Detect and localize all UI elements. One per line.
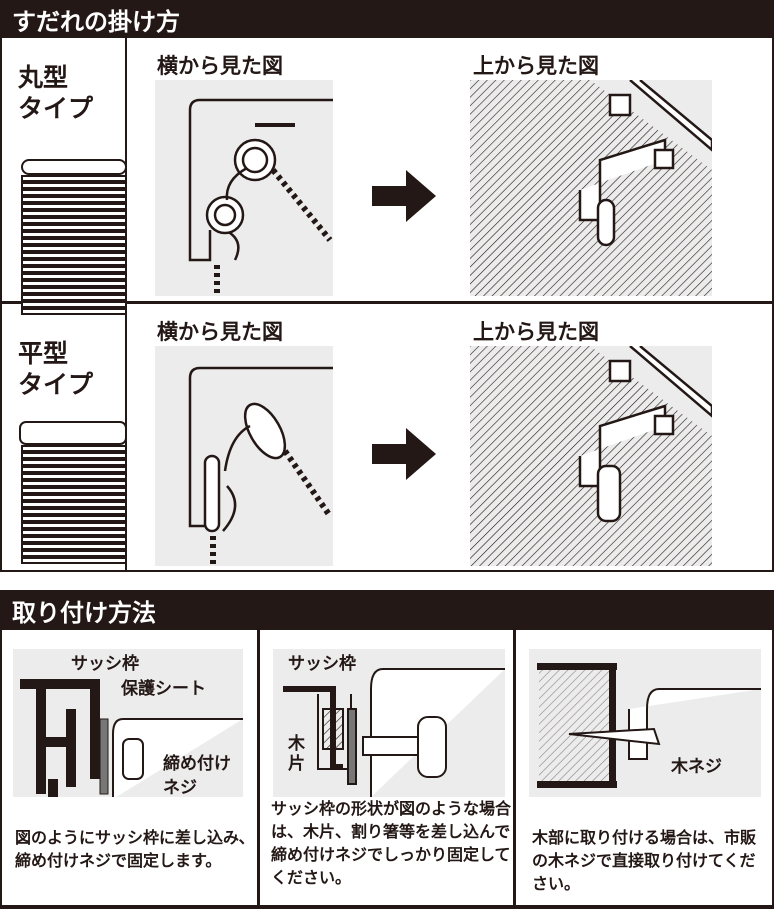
top-view-caption: 上から見た図 xyxy=(473,320,599,344)
side-view-round xyxy=(155,80,333,296)
divider xyxy=(772,38,774,572)
divider xyxy=(772,630,774,909)
slat xyxy=(21,536,126,543)
slat xyxy=(21,252,126,259)
slat xyxy=(21,224,126,231)
divider xyxy=(0,630,2,909)
top-view-flat xyxy=(470,346,712,566)
top-view-round xyxy=(470,80,712,296)
slat xyxy=(21,501,126,508)
slat xyxy=(21,175,126,182)
slat xyxy=(21,473,126,480)
side-view-caption: 横から見た図 xyxy=(157,54,283,78)
divider xyxy=(257,630,260,909)
slat xyxy=(21,487,126,494)
slat xyxy=(21,182,126,189)
label-sash-frame: サッシ枠 xyxy=(288,654,356,674)
divider xyxy=(513,630,516,909)
slat xyxy=(21,203,126,210)
slat xyxy=(21,259,126,266)
divider xyxy=(0,905,774,909)
instruction-text: 図のようにサッシ枠に差し込み､締め付けネジで固定します。 xyxy=(15,828,248,870)
slat xyxy=(21,543,126,550)
label-sash-frame: サッシ枠 xyxy=(71,654,139,674)
section-header-hanging: すだれの掛け方 xyxy=(0,0,774,38)
divider xyxy=(125,38,127,572)
side-view-caption: 横から見た図 xyxy=(157,320,283,344)
slat xyxy=(21,301,126,308)
slat xyxy=(21,459,126,466)
sash-frame-diagram: サッシ枠 保護シート 締め付け ネジ xyxy=(13,649,243,797)
slat xyxy=(21,522,126,529)
slat xyxy=(21,308,126,315)
slat xyxy=(21,480,126,487)
slat xyxy=(21,515,126,522)
slat xyxy=(21,294,126,301)
slat xyxy=(21,508,126,515)
section-title: すだれの掛け方 xyxy=(12,7,180,36)
round-blind-icon xyxy=(21,159,126,315)
slat xyxy=(21,245,126,252)
wood-piece-diagram: サッシ枠 木 片 xyxy=(273,649,505,797)
divider xyxy=(0,38,2,572)
arrow-right-icon xyxy=(372,428,436,484)
arrow-right-icon xyxy=(372,170,436,226)
slat xyxy=(21,266,126,273)
wood-screw-diagram: 木ネジ xyxy=(529,649,761,797)
slat xyxy=(21,280,126,287)
slat xyxy=(21,231,126,238)
slat xyxy=(21,217,126,224)
flat-type-label: 平型 タイプ xyxy=(18,339,94,399)
slat xyxy=(21,210,126,217)
slat xyxy=(21,196,126,203)
section-header-installation: 取り付け方法 xyxy=(0,590,774,630)
section-title: 取り付け方法 xyxy=(12,598,156,627)
top-view-caption: 上から見た図 xyxy=(473,54,599,78)
label-wood-piece: 木 片 xyxy=(288,734,305,774)
label-wood-screw: 木ネジ xyxy=(671,757,722,777)
side-view-flat xyxy=(155,346,333,566)
round-type-label: 丸型 タイプ xyxy=(18,63,94,123)
divider xyxy=(0,301,774,304)
slat xyxy=(21,550,126,557)
slat xyxy=(21,529,126,536)
divider xyxy=(0,570,774,572)
instruction-text: サッシ枠の形状が図のような場合は、木片、割り箸等を差し込んで締め付けネジでしっか… xyxy=(271,799,512,887)
slat xyxy=(21,445,126,452)
instruction-text: 木部に取り付ける場合は、市販の木ネジで直接取り付けてください。 xyxy=(532,828,757,893)
slat xyxy=(21,466,126,473)
slat xyxy=(21,452,126,459)
slat xyxy=(21,238,126,245)
flat-blind-icon xyxy=(19,421,126,564)
slat xyxy=(21,189,126,196)
slat xyxy=(21,494,126,501)
label-protective-sheet: 保護シート xyxy=(121,679,206,699)
slat xyxy=(21,287,126,294)
slat xyxy=(21,273,126,280)
slat xyxy=(21,557,126,564)
label-tightening-screw: 締め付け ネジ xyxy=(163,754,231,797)
